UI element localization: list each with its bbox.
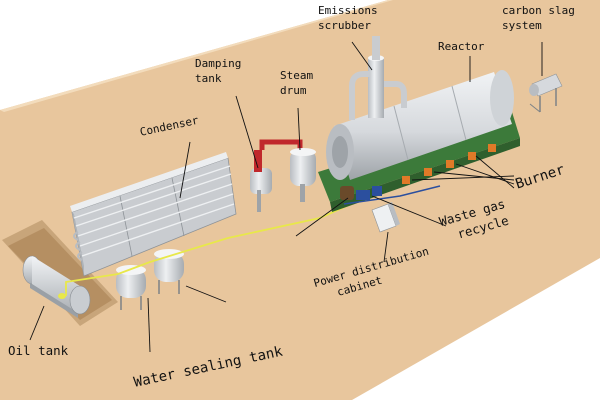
burner-row: [402, 144, 496, 184]
steam-drum: [290, 148, 316, 202]
steam-label-line2: drum: [280, 84, 307, 97]
leader-water-seal-1: [147, 297, 151, 353]
reactor-label: Reactor: [438, 40, 485, 53]
leader-power: [383, 231, 389, 263]
carbon-slag-label: carbon slag system: [502, 5, 575, 31]
damping-label-line2: tank: [195, 72, 222, 85]
motor: [340, 186, 382, 200]
condenser: [70, 152, 237, 277]
emissions-label-line1: Emissions: [318, 4, 378, 17]
water-sealing-tanks: [116, 249, 184, 310]
emissions-scrubber-label: Emissions scrubber: [318, 5, 378, 31]
leader-waste-gas: [371, 195, 447, 227]
leader-emissions: [351, 41, 373, 71]
damping-tank: [250, 150, 272, 212]
leader-water-seal-2: [185, 285, 227, 303]
carbon-label-line1: carbon slag: [502, 4, 575, 17]
leader-lines: [29, 41, 543, 353]
leader-burner-2: [433, 171, 515, 181]
steam-label-line1: Steam: [280, 69, 314, 82]
emissions-label-line2: scrubber: [318, 19, 371, 32]
leader-motor: [295, 197, 349, 237]
carbon-label-line2: system: [502, 19, 542, 32]
leader-condenser: [179, 141, 191, 199]
leader-steam: [297, 107, 301, 151]
waste-gas-pipe: [343, 185, 441, 205]
damping-label-line1: Damping: [195, 57, 242, 70]
emissions-scrubber: [349, 36, 407, 120]
leader-burner-3: [455, 163, 515, 185]
leader-burner-4: [475, 155, 515, 189]
carbon-slag-system: [529, 73, 563, 113]
floor-edge-highlight: [0, 0, 393, 112]
oil-tank: [22, 255, 91, 318]
power-cabinet: [371, 202, 400, 233]
leader-damping: [235, 95, 259, 169]
steam-drum-label: Steam drum: [280, 70, 313, 96]
oil-tank-label: Oil tank: [8, 343, 69, 358]
reactor: [326, 70, 514, 180]
damping-tank-label: Damping tank: [195, 58, 241, 84]
leader-burner-1: [411, 175, 515, 181]
leader-oil-tank: [29, 305, 45, 341]
